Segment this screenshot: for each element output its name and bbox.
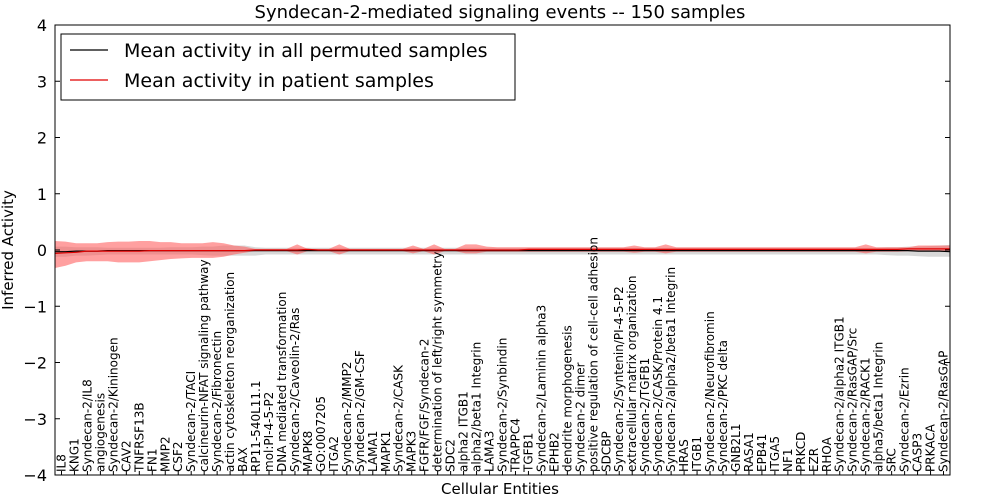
x-tick-label: Syndecan-2/alpha2/beta1 Integrin	[664, 267, 678, 472]
x-tick-label: FGFR/FGF/Syndecan-2	[418, 339, 432, 472]
x-tick-label: Syndecan-2/TGFB1	[638, 358, 652, 472]
x-tick-label: alpha2/beta1 Integrin	[470, 342, 484, 472]
x-tick-label: Syndecan-2/RACK1	[859, 357, 873, 472]
x-tick-label: CSF2	[171, 441, 185, 472]
x-tick-label: RASA1	[742, 432, 756, 472]
x-tick-label: GO:0007205	[314, 396, 328, 472]
y-tick-label: 4	[37, 16, 47, 35]
x-tick-label: positive regulation of cell-cell adhesio…	[586, 237, 600, 472]
y-tick-label: 0	[37, 241, 47, 260]
x-tick-label: Syndecan-2/RasGAP	[937, 351, 951, 472]
x-tick-label: Syndecan-2/Kininogen	[106, 337, 120, 472]
x-tick-label: Syndecan-2/CASK	[392, 364, 406, 472]
x-tick-label: Syndecan-2/IL8	[80, 379, 94, 472]
series-lines	[54, 248, 951, 254]
x-tick-label: Syndecan-2/CASK/Protein 4.1	[651, 296, 665, 472]
x-tick-label: Syndecan-2/Syntenin/PI-4-5-P2	[612, 286, 626, 472]
x-tick-label: MAPK3	[405, 431, 419, 472]
x-tick-label: RHOA	[820, 436, 834, 472]
x-tick-label: DNA mediated transformation	[275, 292, 289, 472]
x-tick-label: alpha2 ITGB1	[457, 391, 471, 472]
legend-box	[60, 33, 516, 101]
x-tick-label: Syndecan-2/alpha2 ITGB1	[833, 316, 847, 472]
x-tick-label: extracellular matrix organization	[625, 276, 639, 473]
x-tick-label: ITGA5	[768, 436, 782, 472]
x-tick-label: CASP3	[911, 433, 925, 472]
x-tick-label: Syndecan-2/RasGAP/Src	[846, 328, 860, 472]
x-tick-label: actin cytoskeleton reorganization	[223, 272, 237, 472]
x-tick-label: determination of left/right symmetry	[431, 252, 445, 472]
band-patient	[55, 241, 950, 268]
x-tick-label: Syndecan-2/TACI	[184, 371, 198, 472]
x-tick-label: MAPK1	[379, 431, 393, 472]
x-tick-label: SDCBP	[599, 431, 613, 472]
x-tick-label: IL8	[55, 454, 69, 472]
x-tick-label: TRAPPC4	[509, 418, 523, 473]
x-tick-label: MAPK8	[301, 431, 315, 472]
x-tick-label: EPHB2	[547, 432, 561, 472]
legend-label-permuted: Mean activity in all permuted samples	[124, 40, 487, 62]
x-tick-label: Syndecan-2/Neurofibromin	[703, 311, 717, 472]
y-tick-label: −2	[23, 354, 47, 373]
y-axis: −4 −3 −2 −1 0 1 2 3 4	[23, 16, 950, 485]
x-tick-label: Syndecan-2/Fibronectin	[210, 331, 224, 472]
x-tick-label: mol:PI-4-5-P2	[262, 392, 276, 472]
x-tick-label: LAMA3	[483, 431, 497, 472]
x-tick-label: Syndecan-2/GM-CSF	[353, 350, 367, 472]
x-tick-label: PRKACA	[924, 423, 938, 472]
x-tick-label: Syndecan-2/Laminin alpha3	[534, 305, 548, 472]
x-tick-label: Syndecan-2/Caveolin-2/Ras	[288, 308, 302, 472]
x-tick-label: TNFRSF13B	[132, 402, 146, 473]
x-tick-label: RP11-540L11.1	[249, 381, 263, 472]
legend: Mean activity in all permuted samples Me…	[60, 33, 516, 101]
x-axis-label: Cellular Entities	[441, 480, 559, 498]
chart-title: Syndecan-2-mediated signaling events -- …	[255, 2, 746, 23]
x-tick-label: MMP2	[158, 436, 172, 472]
x-tick-label: Syndecan-2/MMP2	[340, 362, 354, 472]
y-tick-label: 2	[37, 129, 47, 148]
x-tick-label: SDC2	[444, 439, 458, 472]
x-tick-label: PRKCD	[794, 432, 808, 472]
confidence-bands	[55, 241, 950, 268]
x-tick-label: dendrite morphogenesis	[560, 325, 574, 472]
x-tick-label: EPB41	[755, 434, 769, 472]
x-tick-label: ITGB1	[690, 436, 704, 472]
x-tick-label: FN1	[145, 448, 159, 472]
x-tick-label: SRC	[885, 448, 899, 472]
x-tick-label: CAV2	[119, 440, 133, 472]
x-tick-label: Syndecan-2 dimer	[573, 362, 587, 472]
x-tick-label: BAX	[236, 447, 250, 472]
y-tick-label: 1	[37, 185, 47, 204]
x-tick-label: Syndecan-2/PKC delta	[716, 340, 730, 472]
x-tick-label: Syndecan-2/Ezrin	[898, 367, 912, 472]
x-tick-label: alpha5/beta1 Integrin	[872, 342, 886, 472]
x-tick-label: calcineurin-NFAT signaling pathway	[197, 259, 211, 472]
y-tick-label: 3	[37, 72, 47, 91]
x-tick-label: ITGA2	[327, 436, 341, 472]
x-tick-label: TGFB1	[521, 433, 535, 473]
x-tick-label: KNG1	[68, 438, 82, 472]
x-tick-label: NF1	[781, 448, 795, 472]
x-tick-label: LAMA1	[366, 431, 380, 472]
y-tick-label: −4	[23, 466, 47, 485]
y-tick-label: −3	[23, 410, 47, 429]
x-tick-label: GNB2L1	[729, 424, 743, 472]
x-tick-label: EZR	[807, 448, 821, 472]
legend-label-patient: Mean activity in patient samples	[124, 70, 434, 92]
y-tick-label: −1	[23, 297, 47, 316]
x-tick-label: Syndecan-2/Synbindin	[496, 338, 510, 472]
x-tick-label: angiogenesis	[93, 393, 107, 472]
line-patient	[54, 248, 950, 254]
y-axis-label: Inferred Activity	[0, 190, 17, 310]
x-tick-label: HRAS	[677, 439, 691, 472]
